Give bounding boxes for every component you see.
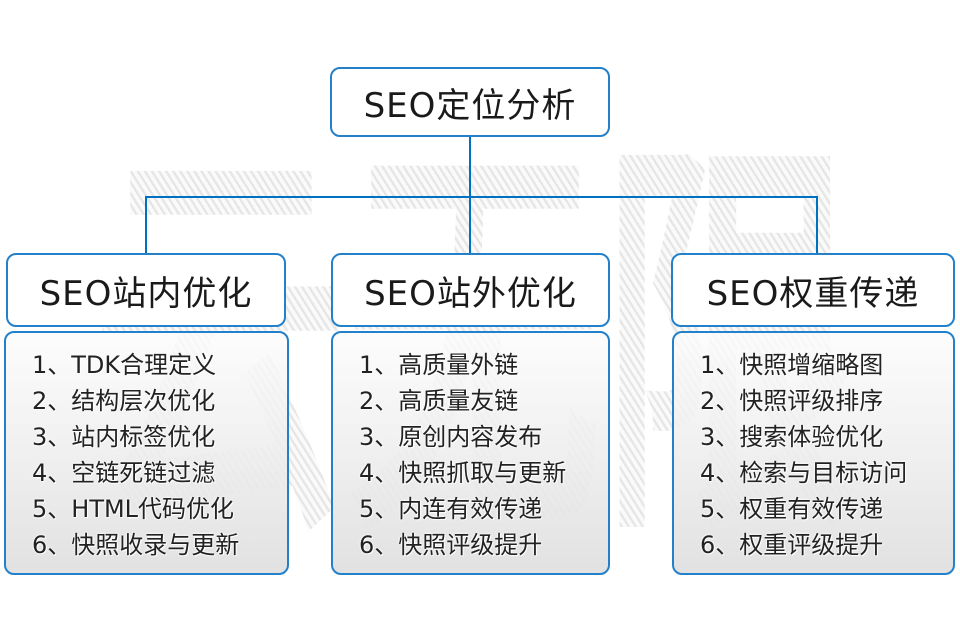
list-item: 1、高质量外链 (359, 351, 519, 379)
list-item: 4、快照抓取与更新 (359, 459, 567, 487)
list-item: 5、HTML代码优化 (32, 495, 235, 523)
list-item: 6、快照收录与更新 (32, 531, 240, 559)
list-item: 5、权重有效传递 (700, 495, 884, 523)
list-item: 2、快照评级排序 (700, 387, 884, 415)
list-panel-offsite: 1、高质量外链 2、高质量友链 3、原创内容发布 4、快照抓取与更新 5、内连有… (331, 331, 610, 575)
column-title: SEO站内优化 (39, 273, 253, 314)
connector-left-drop-line (145, 196, 147, 254)
connector-middle-drop-line (469, 196, 471, 254)
list-panel-weight-transfer: 1、快照增缩略图 2、快照评级排序 3、搜索体验优化 4、检索与目标访问 5、权… (672, 331, 955, 575)
list-item: 3、搜索体验优化 (700, 423, 884, 451)
list-item: 3、站内标签优化 (32, 423, 216, 451)
column-title: SEO权重传递 (706, 273, 920, 314)
connector-root-drop-line (469, 137, 471, 197)
list-item: 6、快照评级提升 (359, 531, 543, 559)
connector-horizontal-line (145, 196, 818, 198)
root-node-seo-positioning: SEO定位分析 (330, 67, 610, 137)
list-item: 1、快照增缩略图 (700, 351, 884, 379)
list-item: 4、检索与目标访问 (700, 459, 908, 487)
list-item: 2、高质量友链 (359, 387, 519, 415)
list-item: 3、原创内容发布 (359, 423, 543, 451)
list-item: 1、TDK合理定义 (32, 351, 217, 379)
column-node-offsite-optimization: SEO站外优化 (331, 253, 610, 327)
column-title: SEO站外优化 (364, 273, 577, 314)
list-item: 4、空链死链过滤 (32, 459, 216, 487)
root-node-title: SEO定位分析 (363, 85, 577, 126)
list-item: 6、权重评级提升 (700, 531, 884, 559)
connector-right-drop-line (816, 196, 818, 254)
list-item: 5、内连有效传递 (359, 495, 543, 523)
list-item: 2、结构层次优化 (32, 387, 216, 415)
list-panel-onsite: 1、TDK合理定义 2、结构层次优化 3、站内标签优化 4、空链死链过滤 5、H… (4, 331, 289, 575)
column-node-onsite-optimization: SEO站内优化 (6, 253, 286, 327)
column-node-weight-transfer: SEO权重传递 (671, 253, 955, 327)
